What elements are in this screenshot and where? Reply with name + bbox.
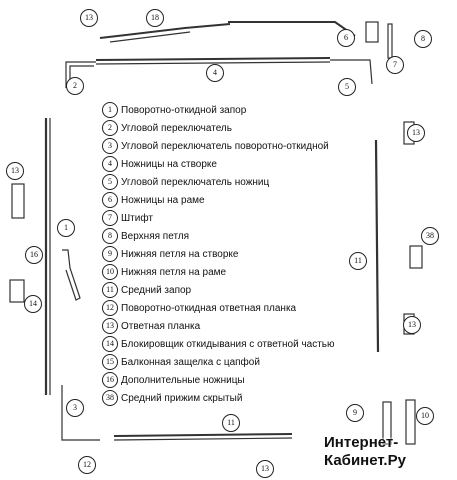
frame-scissors-bracket <box>365 21 379 43</box>
callout-14: 14 <box>24 295 42 313</box>
watermark: Интернет- Кабинет.Ру <box>324 434 406 470</box>
legend-number: 9 <box>102 246 118 262</box>
legend-number: 38 <box>102 390 118 406</box>
sash-scissors-part <box>95 57 331 61</box>
legend-number: 8 <box>102 228 118 244</box>
callout-10: 10 <box>416 407 434 425</box>
callout-3: 3 <box>66 399 84 417</box>
callout-5: 5 <box>338 78 356 96</box>
legend-label: Дополнительные ножницы <box>121 374 245 386</box>
legend-number: 4 <box>102 156 118 172</box>
legend-label: Поворотно-откидная ответная планка <box>121 302 297 314</box>
legend-label: Угловой переключатель ножниц <box>121 176 270 188</box>
watermark-line-2: Кабинет.Ру <box>324 452 406 469</box>
callout-13-right: 13 <box>407 124 425 142</box>
legend-number: 2 <box>102 120 118 136</box>
legend-number: 5 <box>102 174 118 190</box>
legend-label: Ножницы на створке <box>121 158 217 170</box>
strike-plate-left <box>11 183 25 219</box>
legend-number: 15 <box>102 354 118 370</box>
callout-38: 38 <box>421 227 439 245</box>
legend-number: 16 <box>102 372 118 388</box>
callout-4: 4 <box>206 64 224 82</box>
legend-label: Ответная планка <box>121 320 201 332</box>
callout-8: 8 <box>414 30 432 48</box>
handle-drawing <box>62 249 81 301</box>
callout-11-bottom: 11 <box>222 414 240 432</box>
corner-switch-bottom-left <box>61 385 100 441</box>
callout-7: 7 <box>386 56 404 74</box>
legend-number: 3 <box>102 138 118 154</box>
legend-label: Ножницы на раме <box>121 194 205 206</box>
legend-number: 13 <box>102 318 118 334</box>
legend-number: 14 <box>102 336 118 352</box>
callout-13-bottom: 13 <box>256 460 274 478</box>
callout-13-top: 13 <box>80 9 98 27</box>
legend-number: 12 <box>102 300 118 316</box>
bottom-strip <box>113 433 293 437</box>
legend-label: Балконная защелка с цапфой <box>121 356 260 368</box>
callout-2: 2 <box>66 77 84 95</box>
frame-hinge-part <box>405 399 416 445</box>
watermark-line-1: Интернет- <box>324 434 399 451</box>
legend-label: Нижняя петля на раме <box>121 266 227 278</box>
corner-switch-top-right <box>330 59 373 85</box>
legend-number: 10 <box>102 264 118 280</box>
sash-hinge-part <box>382 401 392 445</box>
callout-18: 18 <box>146 9 164 27</box>
legend-label: Угловой переключатель <box>121 122 232 134</box>
hidden-clamp <box>409 245 423 269</box>
strike-plate-left-2 <box>9 279 25 303</box>
legend-number: 7 <box>102 210 118 226</box>
legend-label: Верхняя петля <box>121 230 190 242</box>
callout-1: 1 <box>57 219 75 237</box>
legend-label: Средний прижим скрытый <box>121 392 243 404</box>
pin-drawing <box>387 23 393 59</box>
legend-label: Средний запор <box>121 284 192 296</box>
upper-scissors-part <box>99 23 231 39</box>
legend-number: 1 <box>102 102 118 118</box>
legend-label: Угловой переключатель поворотно-откидной <box>121 140 329 152</box>
callout-11-right: 11 <box>349 252 367 270</box>
legend-label: Штифт <box>121 212 153 224</box>
legend-label: Блокировщик откидывания с ответной часть… <box>121 338 335 350</box>
callout-9: 9 <box>346 404 364 422</box>
legend-number: 11 <box>102 282 118 298</box>
legend-number: 6 <box>102 192 118 208</box>
callout-16: 16 <box>25 246 43 264</box>
callout-13-left: 13 <box>6 162 24 180</box>
corner-switch-top-left <box>65 61 96 88</box>
callout-12: 12 <box>78 456 96 474</box>
right-espagnolette-bar <box>374 139 380 353</box>
frame-scissors-part <box>228 21 356 37</box>
callout-6: 6 <box>337 29 355 47</box>
callout-13-right-lower: 13 <box>403 316 421 334</box>
legend-label: Нижняя петля на створке <box>121 248 239 260</box>
legend-label: Поворотно-откидной запор <box>121 104 247 116</box>
